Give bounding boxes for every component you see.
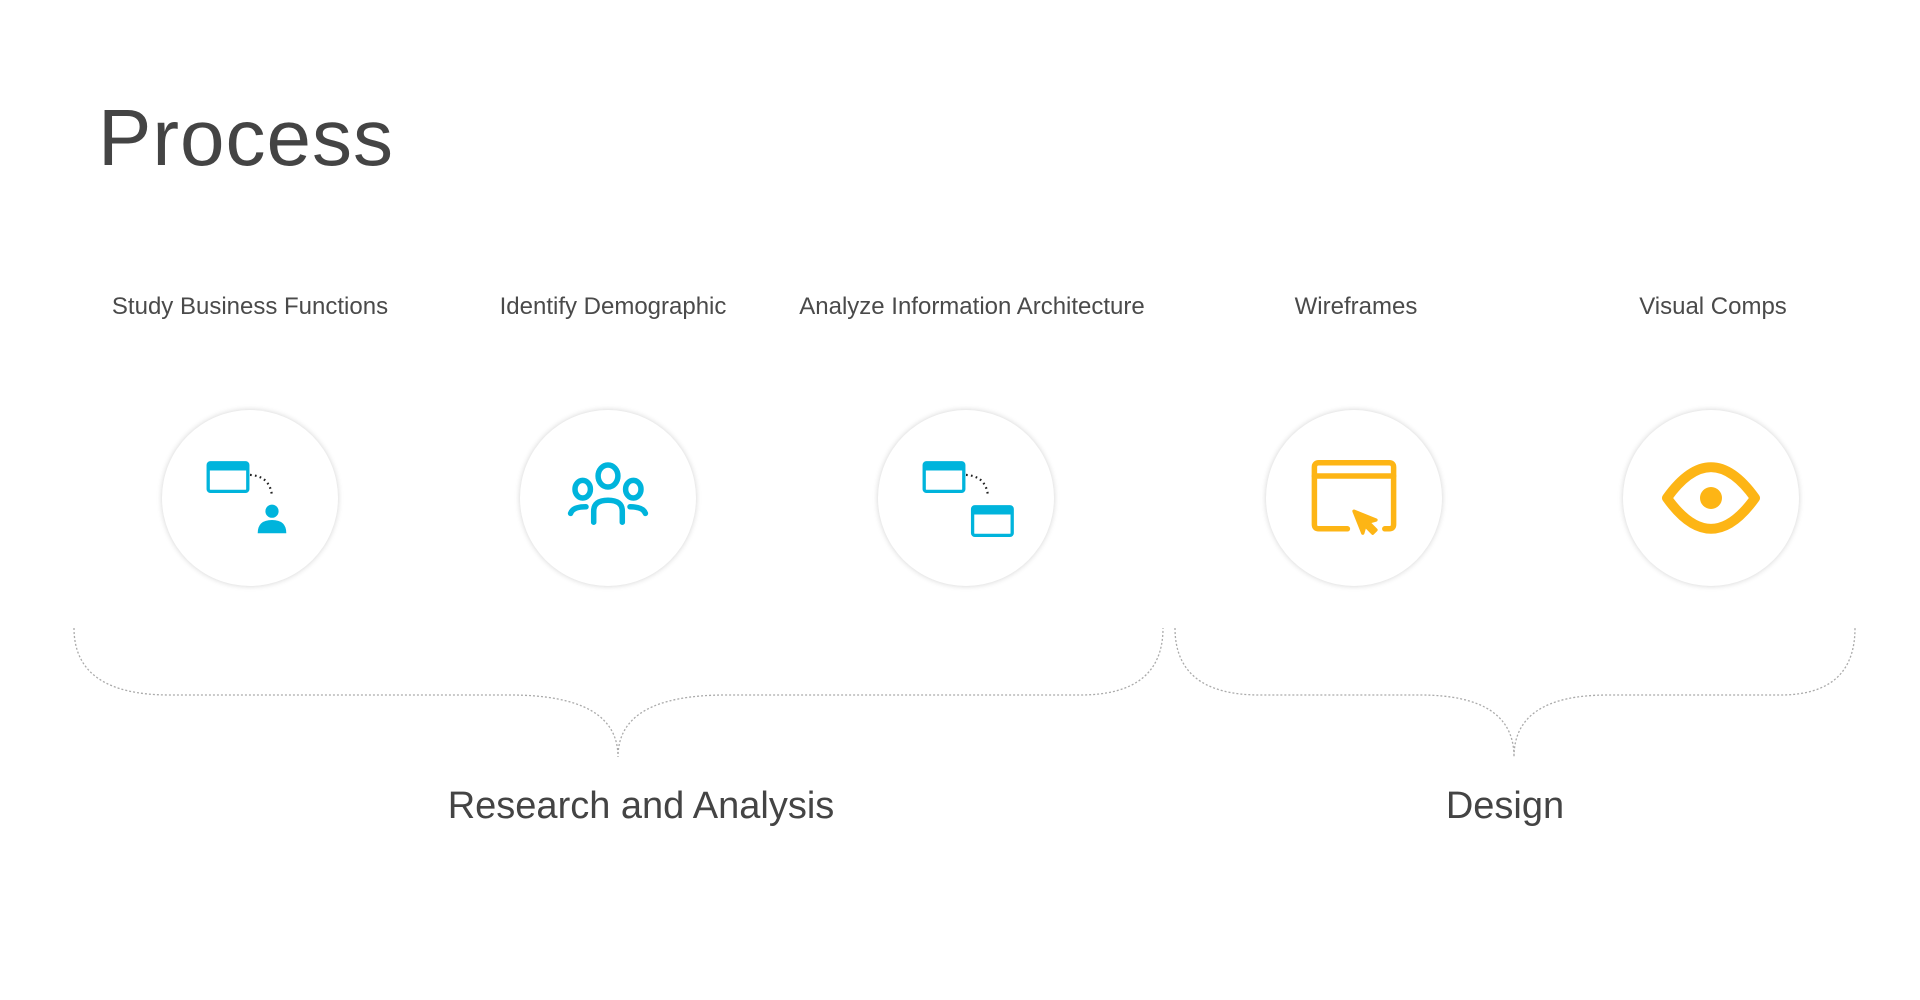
step-label-identify-demographic: Identify Demographic <box>499 293 727 320</box>
step-circle-visual-comps <box>1623 410 1799 586</box>
browser-cursor-icon <box>1311 460 1397 535</box>
research-brace <box>73 627 1164 758</box>
group-label-design: Design <box>1445 785 1565 827</box>
window-to-user-icon <box>206 461 287 534</box>
window-to-window-icon <box>922 461 1014 538</box>
step-label-analyze-information-architecture: Analyze Information Architecture <box>799 293 1145 320</box>
step-circle-identify-demographic <box>520 410 696 586</box>
step-circle-study-business-functions <box>162 410 338 586</box>
step-label-visual-comps: Visual Comps <box>1639 293 1787 320</box>
eye-icon <box>1662 462 1760 534</box>
design-brace <box>1174 627 1856 758</box>
step-circle-wireframes <box>1266 410 1442 586</box>
user-group-icon <box>567 462 649 525</box>
group-label-research-and-analysis: Research and Analysis <box>447 785 835 827</box>
page-title: Process <box>98 93 394 182</box>
step-label-study-business-functions: Study Business Functions <box>111 293 389 320</box>
step-circle-analyze-information-architecture <box>878 410 1054 586</box>
step-label-wireframes: Wireframes <box>1294 293 1418 320</box>
